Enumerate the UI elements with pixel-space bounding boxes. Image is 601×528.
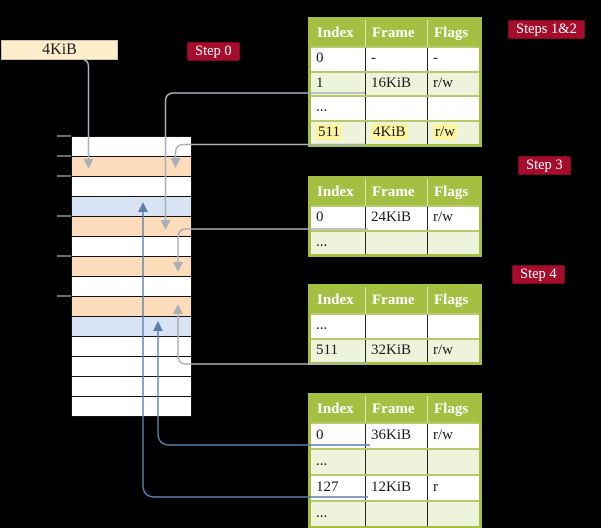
table-header-row: Index Frame Flags: [311, 20, 479, 46]
table-cell: 0: [311, 207, 365, 230]
mem-frame-row: [72, 237, 191, 257]
table-cell: [365, 450, 427, 474]
table-cell: -: [365, 48, 427, 71]
col-header-flags: Flags: [427, 287, 479, 313]
mem-frame-row: [72, 277, 191, 297]
mem-frame-row: [72, 137, 191, 157]
table-row-highlighted: 511 4KiB r/w: [311, 119, 479, 144]
table-cell: 4KiB: [365, 121, 427, 144]
table-row: 127 12KiB r: [311, 474, 479, 500]
table-cell: [427, 231, 479, 254]
table-cell: [427, 502, 479, 526]
page-table-bottom: Index Frame Flags 0 36KiB r/w ... 127 12…: [308, 393, 482, 528]
mem-frame-row: [72, 397, 191, 416]
table-cell: r/w: [427, 207, 479, 230]
table-cell: 127: [311, 476, 365, 500]
table-cell: r/w: [427, 424, 479, 448]
mem-frame-row: [72, 377, 191, 397]
physical-memory-column: [71, 136, 192, 417]
col-header-flags: Flags: [427, 179, 479, 205]
col-header-frame: Frame: [365, 396, 427, 422]
step-label-3: Step 3: [518, 156, 571, 175]
col-header-index: Index: [317, 184, 354, 200]
col-header-index: Index: [317, 25, 354, 41]
table-cell: ...: [311, 97, 365, 120]
highlight: 4KiB: [371, 123, 408, 140]
table-cell: 0: [311, 424, 365, 448]
table-cell: [427, 315, 479, 338]
highlight: r/w: [433, 123, 457, 140]
table-cell: [427, 450, 479, 474]
highlight: 511: [316, 123, 342, 140]
table-cell: r/w: [427, 121, 479, 144]
frame-size-box: 4KiB: [1, 40, 118, 60]
table-cell: [365, 97, 427, 120]
table-cell: 24KiB: [365, 207, 427, 230]
table-cell: 12KiB: [365, 476, 427, 500]
table-cell: r/w: [427, 72, 479, 95]
step-label-4: Step 4: [512, 265, 565, 284]
col-header-index: Index: [317, 401, 354, 417]
table-cell: 1: [311, 72, 365, 95]
mem-frame-row: [72, 217, 191, 237]
mem-frame-row: [72, 197, 191, 217]
table-row: 511 32KiB r/w: [311, 337, 479, 362]
table-cell: ...: [311, 450, 365, 474]
table-row: 0 36KiB r/w: [311, 422, 479, 448]
table-cell: 36KiB: [365, 424, 427, 448]
table-cell: 511: [311, 339, 365, 362]
mem-frame-row: [72, 357, 191, 377]
table-cell: ...: [311, 231, 365, 254]
col-header-flags: Flags: [427, 396, 479, 422]
mem-frame-row: [72, 157, 191, 177]
table-cell: 32KiB: [365, 339, 427, 362]
table-cell: ...: [311, 502, 365, 526]
table-cell: [365, 502, 427, 526]
table-row: ...: [311, 448, 479, 474]
page-table-step-3: Index Frame Flags 0 24KiB r/w ...: [308, 176, 482, 257]
table-header-row: Index Frame Flags: [311, 179, 479, 205]
table-cell: 511: [311, 121, 365, 144]
table-row: ...: [311, 500, 479, 526]
table-row: 1 16KiB r/w: [311, 70, 479, 95]
table-row: ...: [311, 95, 479, 120]
mem-frame-row: [72, 257, 191, 277]
table-cell: [365, 231, 427, 254]
step-label-0: Step 0: [187, 42, 240, 61]
table-cell: r: [427, 476, 479, 500]
mem-frame-row: [72, 177, 191, 197]
table-cell: r/w: [427, 339, 479, 362]
table-row: ...: [311, 229, 479, 254]
memory-tick-marks: [57, 135, 71, 297]
col-header-frame: Frame: [365, 179, 427, 205]
col-header-frame: Frame: [365, 287, 427, 313]
table-header-row: Index Frame Flags: [311, 287, 479, 313]
table-cell: [427, 97, 479, 120]
page-table-steps-1-2: Index Frame Flags 0 - - 1 16KiB r/w ... …: [308, 17, 482, 147]
mem-frame-row: [72, 337, 191, 357]
page-table-step-4: Index Frame Flags ... 511 32KiB r/w: [308, 284, 482, 365]
col-header-frame: Frame: [365, 20, 427, 46]
table-cell: ...: [311, 315, 365, 338]
table-cell: [365, 315, 427, 338]
col-header-index: Index: [317, 292, 354, 308]
table-row: ...: [311, 313, 479, 338]
table-cell: 16KiB: [365, 72, 427, 95]
table-row: 0 - -: [311, 46, 479, 71]
table-header-row: Index Frame Flags: [311, 396, 479, 422]
table-cell: 0: [311, 48, 365, 71]
table-cell: -: [427, 48, 479, 71]
mem-frame-row: [72, 317, 191, 337]
col-header-flags: Flags: [427, 20, 479, 46]
table-row: 0 24KiB r/w: [311, 205, 479, 230]
mem-frame-row: [72, 297, 191, 317]
step-label-1-2: Steps 1&2: [508, 20, 585, 39]
